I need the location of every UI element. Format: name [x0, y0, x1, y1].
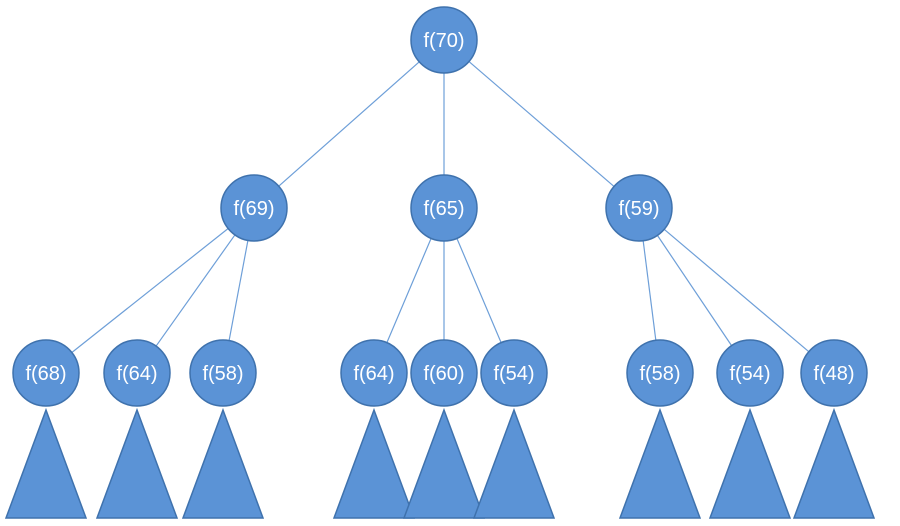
node-label: f(60)	[423, 363, 464, 385]
level2-node: f(64)	[103, 339, 171, 407]
level2-node: f(58)	[626, 339, 694, 407]
node-label: f(54)	[493, 363, 534, 385]
node-label: f(68)	[25, 363, 66, 385]
node-circle	[800, 339, 868, 407]
node-circle	[480, 339, 548, 407]
node-label: f(65)	[423, 198, 464, 220]
node-label: f(69)	[233, 198, 274, 220]
edge-level1-to-level2-7	[642, 240, 657, 341]
level1-node: f(59)	[605, 174, 673, 242]
level2-node: f(48)	[800, 339, 868, 407]
node-label: f(70)	[423, 30, 464, 52]
level1-node: f(65)	[410, 174, 478, 242]
subtree-triangle	[4, 407, 88, 519]
node-circle	[626, 339, 694, 407]
subtree-triangle	[472, 407, 556, 519]
edge-level1-to-level2-8	[656, 235, 733, 346]
subtree-triangle	[332, 407, 416, 519]
node-label: f(58)	[202, 363, 243, 385]
node-circle	[189, 339, 257, 407]
node-label: f(54)	[729, 363, 770, 385]
subtree-triangles	[4, 407, 876, 519]
root-node: f(70)	[410, 6, 478, 74]
edge-level1-to-level2-6	[456, 238, 502, 343]
subtree-triangle	[181, 407, 265, 519]
subtree-triangle	[95, 407, 179, 519]
level2-node: f(58)	[189, 339, 257, 407]
edge-level1-to-level2-4	[386, 238, 432, 343]
subtree-triangle	[792, 407, 876, 519]
tree-nodes: f(70) f(69) f(65) f(59) f(68) f(64) f(58) f(64)…	[12, 6, 868, 407]
edge-level1-to-level2-3	[228, 240, 249, 341]
level1-node: f(69)	[220, 174, 288, 242]
node-circle	[103, 339, 171, 407]
edge-level1-to-level2-1	[71, 228, 229, 353]
node-circle	[12, 339, 80, 407]
node-circle	[410, 339, 478, 407]
level2-node: f(64)	[340, 339, 408, 407]
node-label: f(64)	[353, 363, 394, 385]
node-circle	[410, 174, 478, 242]
level2-node: f(60)	[410, 339, 478, 407]
node-circle	[410, 6, 478, 74]
tree-edges	[71, 61, 810, 353]
node-label: f(58)	[639, 363, 680, 385]
subtree-triangle	[402, 407, 486, 519]
edge-root-to-child-3	[468, 61, 615, 187]
node-label: f(59)	[618, 198, 659, 220]
node-label: f(64)	[116, 363, 157, 385]
edge-level1-to-level2-9	[663, 228, 810, 353]
node-circle	[340, 339, 408, 407]
level2-node: f(68)	[12, 339, 80, 407]
node-label: f(48)	[813, 363, 854, 385]
level2-node: f(54)	[480, 339, 548, 407]
node-circle	[716, 339, 784, 407]
level2-node: f(54)	[716, 339, 784, 407]
node-circle	[220, 174, 288, 242]
subtree-triangle	[618, 407, 702, 519]
edge-root-to-child-1	[278, 61, 420, 187]
edge-level1-to-level2-2	[155, 234, 236, 347]
node-circle	[605, 174, 673, 242]
subtree-triangle	[708, 407, 792, 519]
